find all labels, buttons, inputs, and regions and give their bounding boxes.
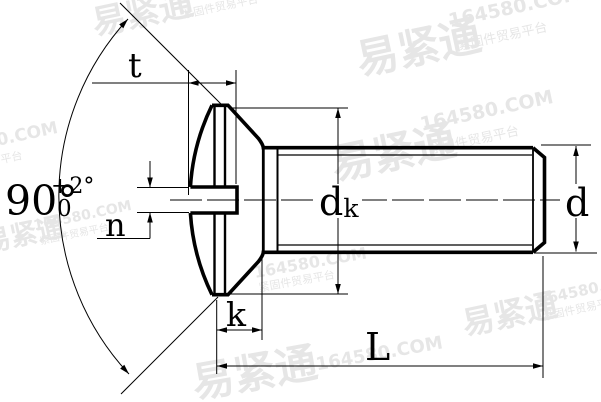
L-arrow-right [533,363,543,369]
d-arrow-bottom [573,241,579,252]
cone-extension-line-top [119,2,222,105]
watermark-brand: 易紧通 [89,0,197,44]
watermark-cluster: 164580.COM 紧固件贸易平台 [0,118,60,178]
watermark-brand: 易紧通 [188,338,321,402]
dim-label-head-diameter-main: d [319,180,343,224]
watermark-cluster: 易紧通 164580.COM 紧固件贸易平台 [459,269,601,343]
head-shank-outline-top [212,103,533,150]
dk-arrow-top [335,108,341,118]
n-arrow-bottom [147,212,153,223]
t-arrow-left [188,80,199,86]
dim-label-length: L [365,325,390,369]
head-shank-outline-bottom [212,250,533,297]
dim-label-slot-width: n [105,206,126,244]
d-arrow-top [573,146,579,156]
dim-label-cone-angle-tol-lower: 0 [57,196,72,222]
dim-label-head-diameter-sub: k [343,194,359,223]
dim-label-cone-angle-tol-upper: +2° [51,174,94,199]
dk-arrow-bottom [335,284,341,294]
dim-label-slot-depth: t [128,46,142,86]
k-arrow-right [252,327,262,333]
shank-end-cap [531,146,547,254]
watermark-tagline: 紧固件贸易平台 [181,0,259,21]
angle-arc-arrow-bottom [120,364,129,374]
watermark-tagline: 紧固件贸易平台 [0,148,24,178]
watermark-cluster: 易紧通 164580.COM 紧固件贸易平台 [327,86,555,190]
L-arrow-left [217,363,227,369]
angle-arc-arrow-top [119,19,128,29]
dim-label-shank-diameter: d [565,181,589,225]
t-arrow-right [226,80,236,86]
angle-arc [58,18,130,375]
dim-label-head-diameter: dk [319,180,359,224]
watermark-cluster: 易紧通 164580.COM 紧固件贸易平台 [352,0,584,85]
n-arrow-top [147,177,153,188]
dim-label-cone-angle: 90° [5,177,78,225]
watermark-cluster: 易紧通 164580.COM 紧固件贸易平台 [89,0,289,44]
k-arrow-left [217,327,227,333]
head-dome-top [188,104,214,188]
head-dome-bottom [188,212,214,296]
cone-extension-line-bottom [120,296,219,395]
dim-label-head-height: k [226,295,247,334]
dk-label-backing [316,185,362,217]
watermark-site: 164580.COM [418,86,555,136]
